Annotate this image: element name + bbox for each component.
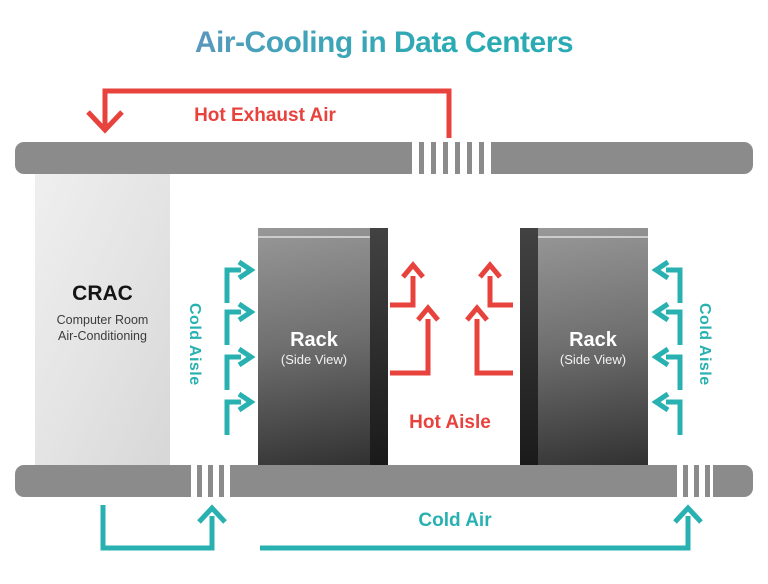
cold-intake-arrow-3 [224, 346, 256, 390]
rack-left-top-line [258, 236, 370, 238]
rack-right-label: Rack [569, 328, 617, 351]
hot-air-arrow-right-tall [465, 304, 513, 376]
cold-air-supply-arrows [100, 504, 703, 551]
crac-title: CRAC [72, 281, 133, 305]
ceiling-exhaust-vent [412, 142, 491, 174]
cold-intake-arrow-5 [651, 259, 683, 303]
rack-right: Rack (Side View) [520, 228, 648, 465]
cold-intake-arrow-4 [224, 391, 256, 435]
rack-left-view-label: (Side View) [280, 351, 348, 367]
cold-intake-arrow-7 [651, 346, 683, 390]
rack-left: Rack (Side View) [258, 228, 388, 465]
cold-aisle-left-label: Cold Aisle [186, 303, 203, 386]
rack-left-exhaust-panel [370, 228, 388, 465]
cold-air-supply-left [100, 504, 227, 551]
cold-aisle-right-label: Cold Aisle [696, 303, 713, 386]
hot-exhaust-air-label: Hot Exhaust Air [194, 105, 336, 126]
hot-aisle-label: Hot Aisle [409, 412, 491, 433]
cold-intake-arrow-6 [651, 301, 683, 345]
hot-exhaust-arrow [86, 88, 452, 138]
cold-intake-arrow-2 [224, 301, 256, 345]
rack-left-body: Rack (Side View) [258, 228, 370, 465]
cold-intake-arrow-8 [651, 391, 683, 435]
diagram-title: Air-Cooling in Data Centers [0, 26, 768, 60]
crac-desc-line2: Air-Conditioning [58, 328, 147, 343]
cold-aisle-left-arrows [224, 259, 256, 435]
hot-air-arrow-right-short [478, 261, 513, 308]
cold-intake-arrow-1 [224, 259, 256, 303]
rack-right-exhaust-panel [520, 228, 538, 465]
raised-floor-bar [15, 465, 753, 497]
cold-aisle-right-arrows [651, 259, 683, 435]
hot-air-arrow-left-short [390, 261, 425, 308]
floor-vent-left [191, 465, 231, 497]
cold-air-label: Cold Air [418, 510, 492, 531]
hot-air-arrow-left-tall [390, 304, 440, 376]
cold-air-supply-right [260, 504, 703, 551]
rack-right-view-label: (Side View) [559, 351, 627, 367]
hot-exhaust-arrow-path [86, 88, 452, 138]
crac-unit: CRAC Computer Room Air-Conditioning [35, 174, 170, 465]
floor-vent-right [677, 465, 713, 497]
rack-right-body: Rack (Side View) [538, 228, 648, 465]
crac-desc-line1: Computer Room [56, 312, 149, 327]
ceiling-plenum-bar [15, 142, 753, 174]
hot-aisle-arrows [390, 261, 513, 376]
rack-left-label: Rack [290, 328, 338, 351]
rack-right-top-line [538, 236, 648, 238]
